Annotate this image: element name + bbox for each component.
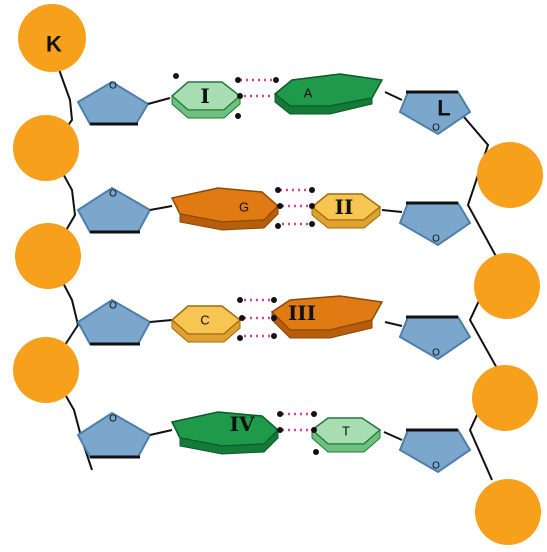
sugar-left-1: O	[76, 81, 150, 126]
base-label-right: A	[304, 86, 313, 101]
sugar-oxygen-label: O	[432, 461, 440, 472]
sugar-right-3: O	[398, 315, 472, 361]
base-label-right: T	[342, 424, 350, 439]
sugar-right-1: O L	[398, 90, 472, 136]
base-label-right: II	[335, 195, 354, 219]
sugar-base-link	[381, 209, 403, 213]
sugar-right-4: O	[398, 428, 472, 474]
sugar-oxygen-label: O	[109, 189, 117, 200]
marker-l: L	[437, 96, 450, 121]
sugar-left-2: O	[76, 186, 152, 234]
base-pair-2: G II	[170, 187, 382, 231]
phosphate-circle-left	[13, 115, 79, 181]
sugar-left-3: O	[76, 298, 152, 346]
base-pair-1: I A	[170, 73, 384, 119]
sugar-oxygen-label: O	[109, 81, 117, 92]
sugar-base-link	[149, 205, 173, 211]
sugar-oxygen-label: O	[109, 414, 117, 425]
phosphate-circle-left	[13, 337, 79, 403]
phosphate-circle-right	[477, 142, 543, 208]
phosphate-circle-right	[474, 253, 540, 319]
phosphate-circle-left	[15, 223, 81, 289]
sugar-base-link	[384, 321, 403, 327]
phosphate-circle-right	[475, 479, 541, 545]
base-label-left: IV	[230, 412, 255, 436]
base-label-right: III	[288, 301, 316, 325]
base-label-left: I	[200, 84, 209, 108]
sugar-right-2: O	[398, 201, 472, 247]
phosphate-circle-left	[18, 4, 86, 72]
sugar-base-link	[384, 91, 403, 101]
phosphate-circle-right	[472, 365, 538, 431]
sugar-oxygen-label: O	[432, 234, 440, 245]
base-pair-3: C III	[170, 295, 384, 343]
base-label-left: C	[200, 313, 209, 328]
atom-dots	[173, 73, 319, 455]
sugar-base-link	[149, 429, 173, 436]
sugar-oxygen-label: O	[109, 301, 117, 312]
base-pair-4: IV T	[170, 411, 382, 455]
sugar-base-link	[147, 97, 171, 105]
sugar-base-link	[149, 319, 173, 323]
sugar-oxygen-label: O	[432, 123, 440, 134]
sugar-left-4: O	[76, 411, 152, 459]
sugar-oxygen-label: O	[432, 348, 440, 359]
base-label-left: G	[239, 200, 249, 215]
marker-k: K	[46, 32, 62, 57]
sugar-base-link	[383, 431, 403, 441]
hydrogen-bonds	[240, 78, 312, 432]
